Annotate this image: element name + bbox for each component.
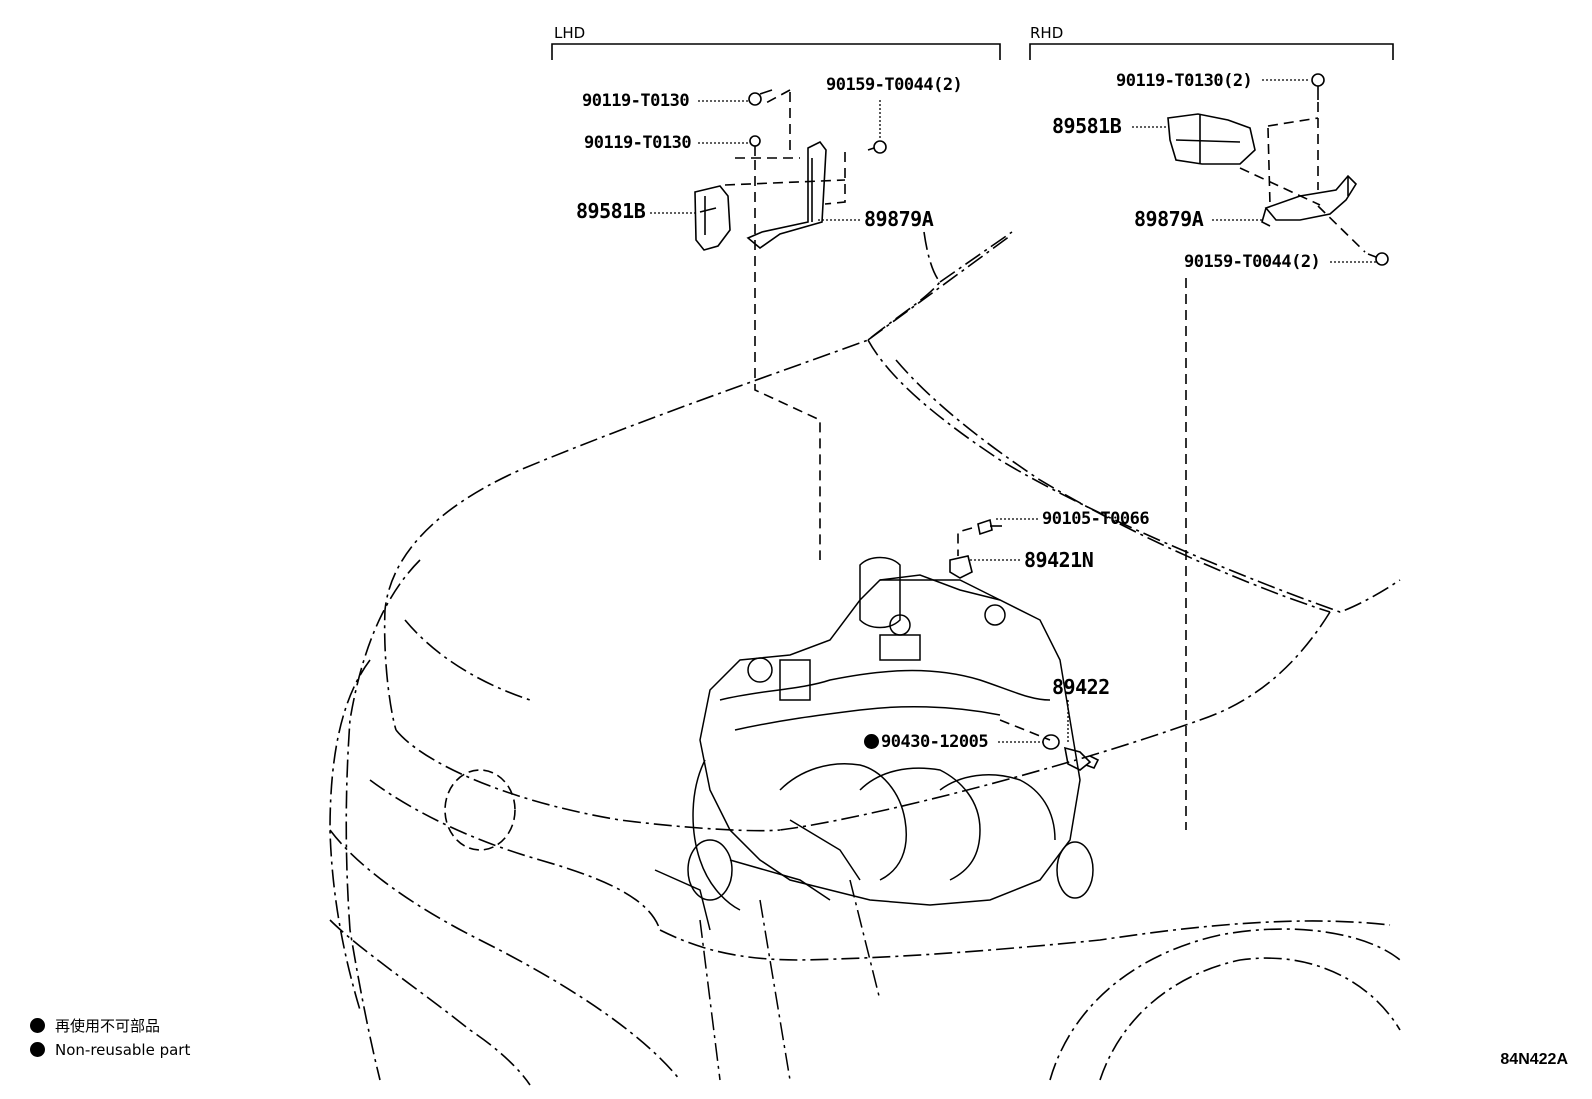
- sensor-clip-part: [949, 555, 973, 579]
- engine-block: [654, 556, 1094, 1081]
- label-lhd-bracket: 89879A: [864, 207, 934, 231]
- legend-line-1: 再使用不可部品: [30, 1015, 160, 1036]
- section-lhd-label: LHD: [554, 24, 586, 42]
- legend-dot-icon: [30, 1042, 45, 1057]
- rhd-bracket-line: [1029, 43, 1394, 60]
- legend-dot-icon: [30, 1018, 45, 1033]
- label-sensor-clip: 89421N: [1024, 548, 1094, 572]
- diagram-code: 84N422A: [1500, 1051, 1568, 1068]
- label-knock-sensor: 89422: [1052, 675, 1110, 699]
- label-lhd-bolt-2: 90119-T0130: [584, 133, 692, 153]
- lhd-bracket-line: [551, 43, 1001, 60]
- label-gasket: 90430-12005: [864, 732, 989, 752]
- label-rhd-sensor: 89581B: [1052, 114, 1122, 138]
- rhd-bracket-part: [1261, 174, 1358, 227]
- knock-sensor-part: [1042, 734, 1100, 771]
- engine-leader-dashes: [957, 527, 1051, 741]
- lhd-bolts: [748, 89, 887, 156]
- fender-outline: [329, 559, 1401, 1086]
- label-engine-bolt: 90105-T0066: [1042, 509, 1150, 529]
- leader-lines: [650, 79, 1376, 744]
- lhd-leader-dashes: [724, 89, 846, 560]
- section-rhd-label: RHD: [1030, 24, 1064, 42]
- engine-bolt-part: [977, 518, 1002, 536]
- lhd-sensor-part: [694, 185, 731, 251]
- label-rhd-bracket: 89879A: [1134, 207, 1204, 231]
- rhd-leader-dashes: [1185, 102, 1366, 830]
- label-lhd-nut: 90159-T0044(2): [826, 75, 963, 95]
- legend-line-2: Non-reusable part: [30, 1041, 190, 1059]
- label-gasket-text: 90430-12005: [881, 732, 989, 752]
- label-lhd-sensor: 89581B: [576, 199, 646, 223]
- rhd-bolts: [1311, 73, 1389, 266]
- legend-text-jp: 再使用不可部品: [55, 1017, 161, 1035]
- label-lhd-bolt-1: 90119-T0130: [582, 91, 690, 111]
- label-rhd-bolt: 90119-T0130(2): [1116, 71, 1253, 91]
- non-reusable-marker: [864, 734, 879, 749]
- rhd-sensor-part: [1167, 113, 1256, 165]
- lhd-bracket-part: [746, 140, 827, 250]
- legend-text-en: Non-reusable part: [55, 1041, 191, 1059]
- hood-outline: [383, 231, 1401, 832]
- label-rhd-nut: 90159-T0044(2): [1184, 252, 1321, 272]
